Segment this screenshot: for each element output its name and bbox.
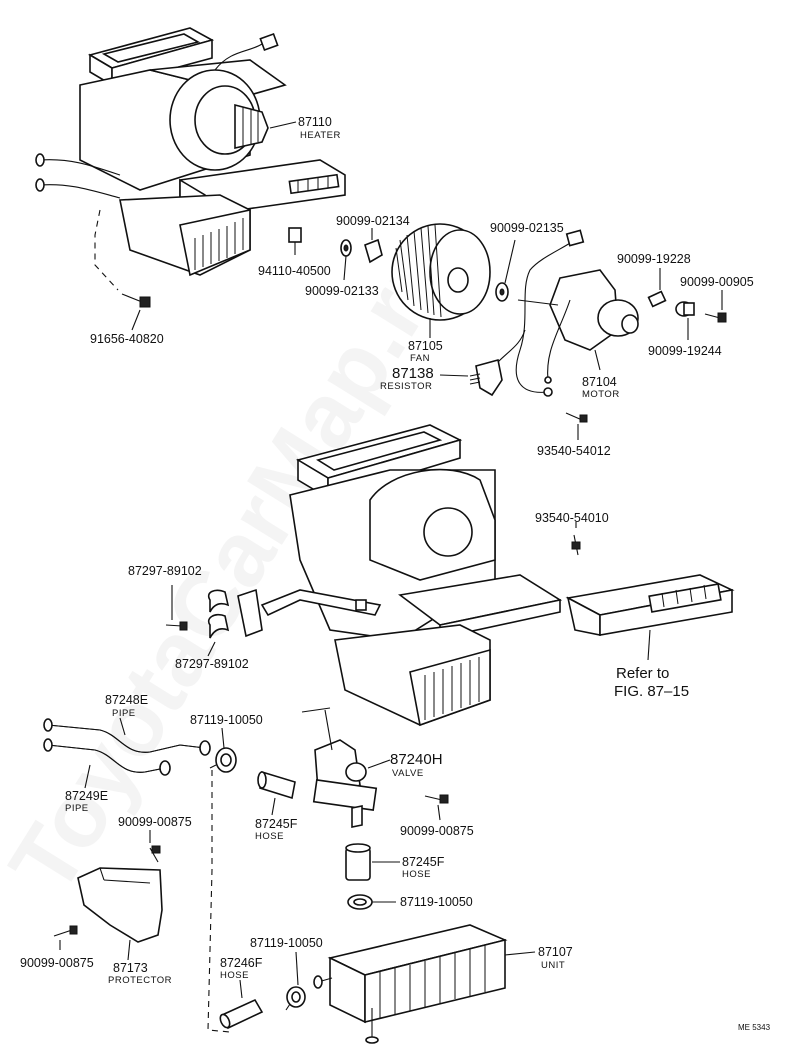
svg-text:PIPE: PIPE: [65, 803, 89, 814]
valve[interactable]: [301, 707, 378, 828]
label-90099-00875-c: 90099-00875: [20, 956, 94, 970]
protector-label: 87173 PROTECTOR: [108, 939, 172, 986]
screw-93540-54012[interactable]: [565, 412, 588, 440]
valve-label: 87240H VALVE: [367, 751, 443, 779]
motor-label: 87104 MOTOR: [582, 349, 620, 400]
pipe-87248E[interactable]: [43, 718, 211, 756]
washer-90099-02133[interactable]: [340, 239, 352, 281]
fan[interactable]: [391, 223, 491, 321]
hose-label-a: 87245F HOSE: [255, 797, 298, 842]
svg-text:87104: 87104: [582, 375, 617, 389]
label-90099-00875-b: 90099-00875: [118, 815, 192, 829]
nut-94110-40500[interactable]: [288, 227, 302, 255]
svg-text:87105: 87105: [408, 339, 443, 353]
fan-label: 87105 FAN: [408, 318, 443, 364]
svg-text:87240H: 87240H: [390, 751, 443, 768]
heater-assembly-top[interactable]: [35, 27, 346, 291]
label-90099-19244: 90099-19244: [648, 344, 722, 358]
screw-90099-00875-a[interactable]: [424, 794, 449, 821]
hose-87246F[interactable]: [218, 998, 264, 1030]
pipe-labels: 87248E PIPE 87249E PIPE: [65, 693, 148, 814]
svg-text:87245F: 87245F: [255, 817, 298, 831]
label-87297-89102-a: 87297-89102: [128, 564, 202, 578]
svg-text:PIPE: PIPE: [112, 708, 136, 719]
hose-87245F-b[interactable]: [345, 843, 371, 881]
svg-text:UNIT: UNIT: [541, 960, 565, 971]
label-90099-02134: 90099-02134: [336, 214, 410, 228]
label-87297-89102-b: 87297-89102: [175, 657, 249, 671]
svg-text:87249E: 87249E: [65, 789, 108, 803]
side-duct[interactable]: [565, 574, 735, 661]
clip-90099-02134[interactable]: [364, 228, 383, 264]
label-87119-10050-c: 87119-10050: [250, 936, 323, 950]
svg-text:87107: 87107: [538, 945, 573, 959]
label-94110-40500: 94110-40500: [258, 264, 331, 278]
screw-90099-00905[interactable]: [704, 290, 727, 323]
svg-text:87246F: 87246F: [220, 956, 263, 970]
svg-text:87248E: 87248E: [105, 693, 148, 707]
hose-clamp-87119-10050-b[interactable]: [347, 894, 396, 910]
label-90099-02135: 90099-02135: [490, 221, 564, 235]
svg-text:HOSE: HOSE: [255, 831, 284, 842]
label-90099-00905: 90099-00905: [680, 275, 754, 289]
dashed-leader: [207, 770, 231, 1033]
svg-text:87173: 87173: [113, 961, 148, 975]
svg-text:HOSE: HOSE: [220, 970, 249, 981]
hose-clamp-87119-10050-a[interactable]: [209, 747, 237, 773]
protector[interactable]: [77, 867, 163, 943]
screw-93540-54010[interactable]: [571, 522, 581, 556]
pipe-87249E[interactable]: [43, 738, 171, 776]
hose-label-c: 87246F HOSE: [220, 956, 263, 999]
svg-text:VALVE: VALVE: [392, 768, 424, 779]
label-93540-54012: 93540-54012: [537, 444, 611, 458]
clamp-87297-89102[interactable]: [207, 588, 263, 639]
label-93540-54010: 93540-54010: [535, 511, 609, 525]
hose-clamp-87119-10050-c[interactable]: [285, 986, 306, 1011]
screw-90099-00875-c[interactable]: [53, 925, 78, 950]
label-90099-02133: 90099-02133: [305, 284, 379, 298]
label-87119-10050-a: 87119-10050: [190, 713, 263, 727]
screw-90099-00875-b[interactable]: [149, 830, 161, 863]
svg-text:FAN: FAN: [410, 353, 430, 364]
heater-case-middle[interactable]: [260, 424, 563, 727]
drawing-number-stamp: ME 5343: [738, 1023, 771, 1032]
grommet-90099-19244[interactable]: [675, 301, 695, 340]
label-90099-00875-a: 90099-00875: [400, 824, 474, 838]
hose-label-b: 87245F HOSE: [372, 855, 445, 880]
svg-text:RESISTOR: RESISTOR: [380, 381, 432, 392]
unit-label: 87107 UNIT: [504, 945, 573, 971]
bolt-91656-40820[interactable]: [121, 293, 151, 308]
washer-90099-02135[interactable]: [495, 239, 516, 302]
refer-note: Refer to FIG. 87–15: [614, 665, 689, 700]
svg-text:HEATER: HEATER: [300, 130, 341, 141]
label-90099-19228: 90099-19228: [617, 252, 691, 266]
screw-87297-89102[interactable]: [165, 585, 188, 631]
svg-text:PROTECTOR: PROTECTOR: [108, 975, 172, 986]
svg-text:Refer to: Refer to: [616, 665, 669, 682]
hose-87245F-a[interactable]: [257, 770, 296, 800]
svg-text:FIG. 87–15: FIG. 87–15: [614, 683, 689, 700]
resistor-label: 87138 RESISTOR: [380, 365, 469, 392]
svg-text:87110: 87110: [298, 115, 332, 129]
heater-label: 87110 HEATER: [269, 115, 341, 141]
svg-text:MOTOR: MOTOR: [582, 389, 620, 400]
collar-90099-19228[interactable]: [647, 268, 667, 308]
label-87119-10050-b: 87119-10050: [400, 895, 473, 909]
heater-core-unit[interactable]: [313, 924, 508, 1044]
motor[interactable]: [515, 229, 639, 397]
svg-text:87138: 87138: [392, 365, 434, 382]
svg-text:87245F: 87245F: [402, 855, 445, 869]
resistor[interactable]: [469, 329, 526, 397]
svg-text:HOSE: HOSE: [402, 869, 431, 880]
label-91656-40820: 91656-40820: [90, 332, 164, 346]
